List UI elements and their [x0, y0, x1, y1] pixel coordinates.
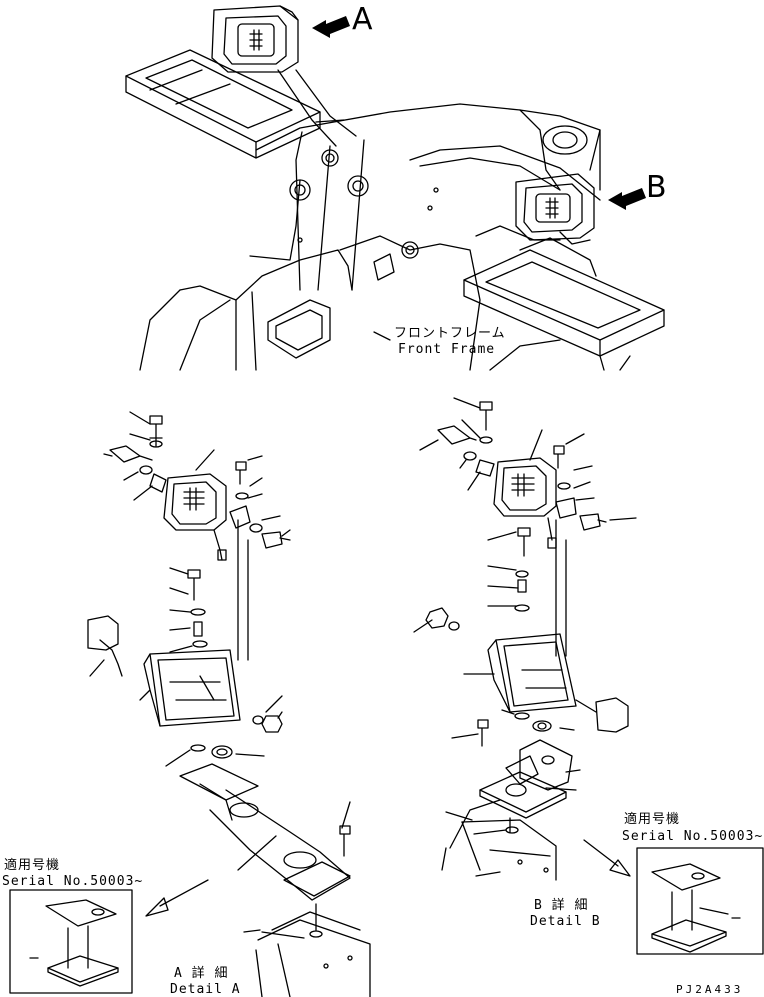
lamp-b-top	[516, 174, 594, 244]
lamp-a-top	[212, 6, 298, 72]
detail-a-label-en: Detail A	[170, 982, 241, 997]
serial-left-label-en: Serial No.50003~	[2, 874, 144, 889]
serial-inset-left	[10, 880, 208, 993]
detail-b-drawing	[414, 398, 636, 880]
callout-b-label: B	[646, 170, 667, 205]
serial-left-label-ja: 適用号機	[4, 858, 61, 873]
detail-a-drawing	[88, 412, 370, 997]
front-frame-overview	[126, 6, 664, 370]
serial-right-label-ja: 適用号機	[624, 812, 681, 827]
serial-inset-right	[584, 840, 763, 954]
callout-a-label: A	[352, 2, 373, 37]
arrow-b-icon	[608, 188, 646, 210]
front-frame-label-en: Front Frame	[398, 342, 496, 357]
detail-b-label-en: Detail B	[530, 914, 601, 929]
detail-b-label-ja: B 詳 細	[534, 898, 589, 913]
front-frame-label-ja: フロントフレーム	[394, 326, 506, 341]
detail-a-label-ja: A 詳 細	[174, 966, 229, 981]
drawing-code: PJ2A433	[676, 983, 744, 996]
serial-right-label-en: Serial No.50003~	[622, 829, 764, 844]
arrow-a-icon	[312, 16, 350, 38]
